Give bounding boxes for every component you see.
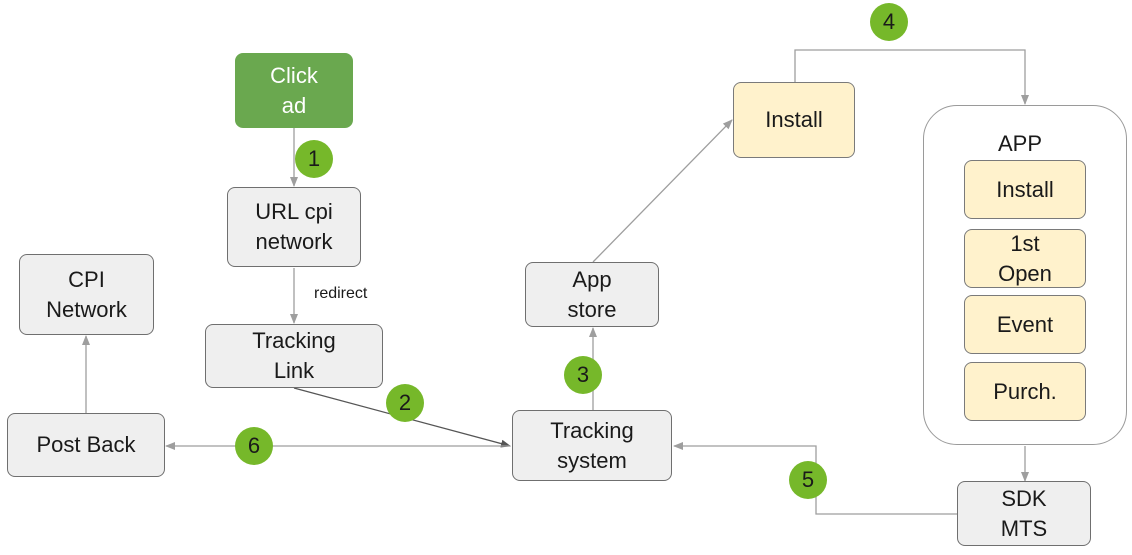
app-first-open-node: 1st Open	[964, 229, 1086, 288]
tracking-system-node: Tracking system	[512, 410, 672, 481]
post-back-node: Post Back	[7, 413, 165, 477]
arrow-install-to-app	[794, 49, 1029, 105]
step-badge-1: 1	[295, 140, 333, 178]
step-badge-6: 6	[235, 427, 273, 465]
redirect-label: redirect	[314, 285, 368, 302]
step-badge-3: 3	[564, 356, 602, 394]
click-ad-node[interactable]: Click ad	[235, 53, 353, 128]
url-cpi-network-node: URL cpi network	[227, 187, 361, 267]
app-event-node: Event	[964, 295, 1086, 354]
install-node: Install	[733, 82, 855, 158]
app-container-title: APP	[997, 131, 1043, 156]
step-badge-5: 5	[789, 461, 827, 499]
step-badge-4: 4	[870, 3, 908, 41]
tracking-link-node: Tracking Link	[205, 324, 383, 388]
app-install-node: Install	[964, 160, 1086, 219]
arrow-app-store-to-install	[592, 119, 733, 263]
app-store-node: App store	[525, 262, 659, 327]
cpi-network-node: CPI Network	[19, 254, 154, 335]
app-purchase-node: Purch.	[964, 362, 1086, 421]
sdk-mts-node: SDK MTS	[957, 481, 1091, 546]
step-badge-2: 2	[386, 384, 424, 422]
